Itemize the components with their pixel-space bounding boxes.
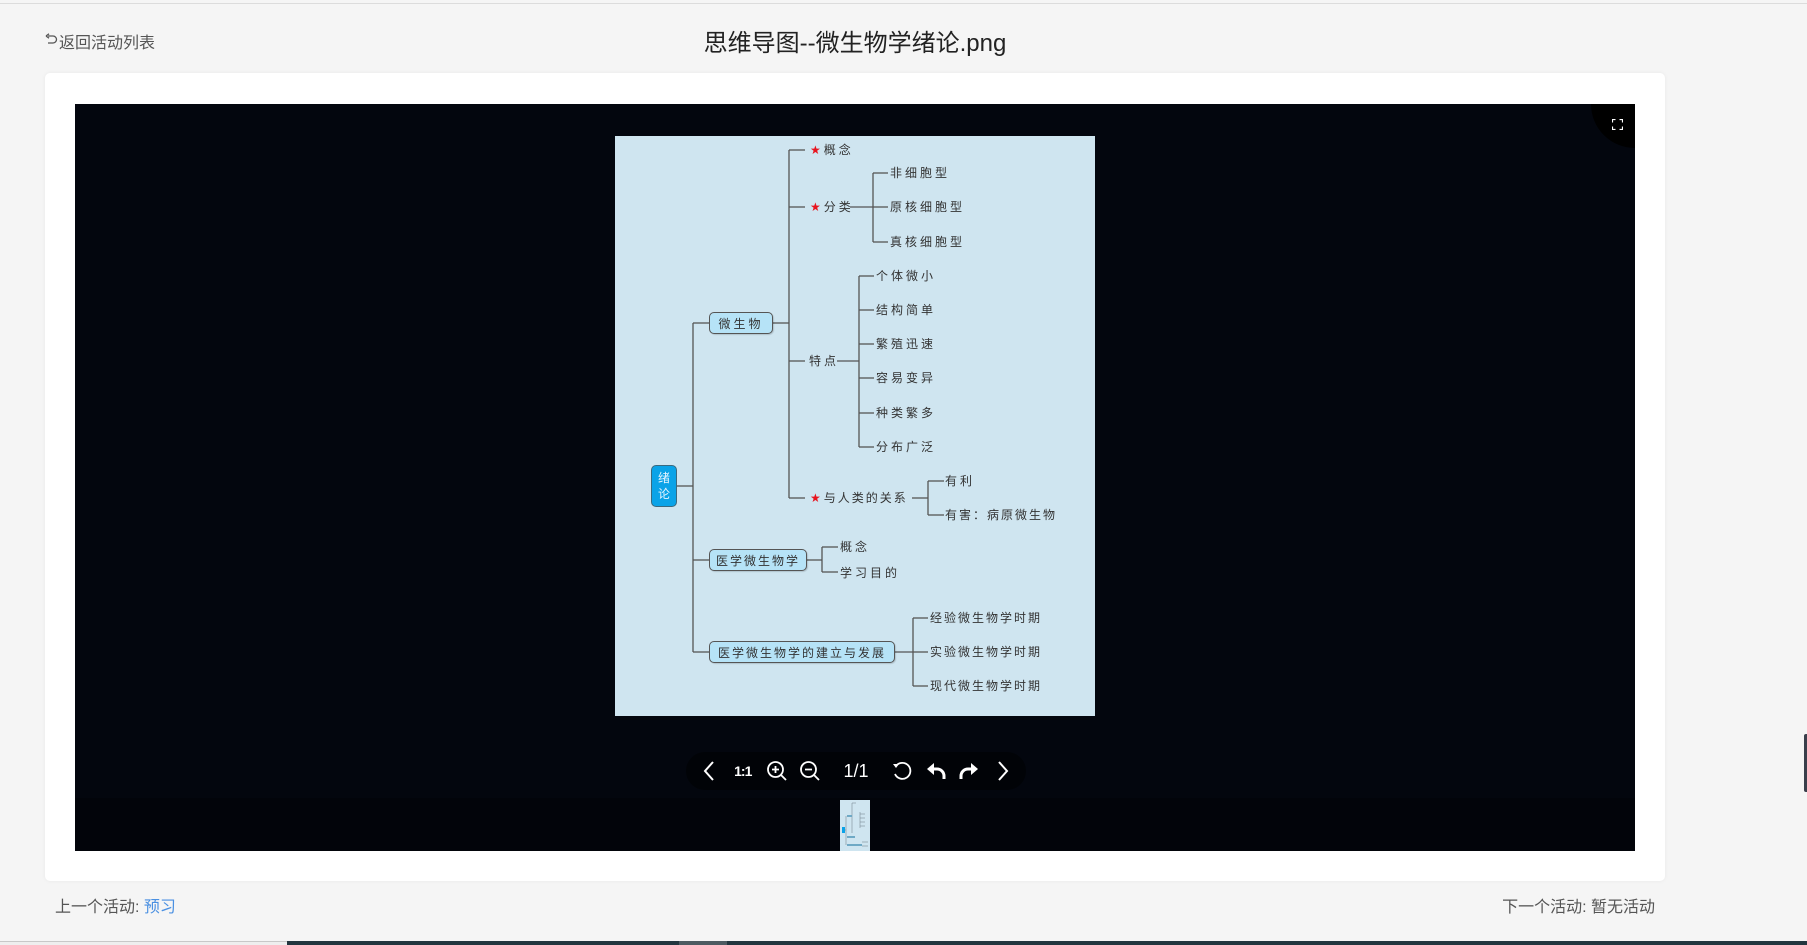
- star-icon: ★: [810, 200, 821, 214]
- previous-activity-link[interactable]: 预习: [143, 899, 176, 916]
- star-icon: ★: [810, 491, 821, 505]
- chevron-right-icon: [998, 761, 1009, 781]
- viewer-card: 绪 论 微生物 ★概念 ★分类 非细胞型 原核细胞型 真核细胞型 特点 个体微小…: [45, 73, 1665, 881]
- mindmap-leaf: 结构简单: [876, 303, 937, 317]
- mindmap-leaf: 非细胞型: [890, 166, 951, 180]
- mindmap-image[interactable]: 绪 论 微生物 ★概念 ★分类 非细胞型 原核细胞型 真核细胞型 特点 个体微小…: [615, 136, 1095, 716]
- zoom-out-icon: [800, 761, 820, 781]
- bottom-left-strip: [0, 941, 287, 945]
- zoom-in-icon: [766, 761, 787, 781]
- node-label: 医学微生物学的建立与发展: [717, 645, 886, 660]
- rotate-right-icon: [959, 763, 979, 779]
- back-link-label: 返回活动列表: [59, 35, 156, 52]
- zoom-in-button[interactable]: [764, 756, 790, 786]
- mindmap-node-classification: ★分类: [810, 200, 854, 214]
- mindmap-leaf: 有害：病原微生物: [945, 508, 1058, 522]
- star-icon: ★: [810, 143, 821, 157]
- root-char-2: 论: [657, 487, 670, 501]
- back-to-activity-list-link[interactable]: 返回活动列表: [45, 29, 155, 53]
- mindmap-leaf: 实验微生物学时期: [930, 645, 1043, 659]
- mindmap-node-features: 特点: [809, 354, 840, 368]
- mindmap-leaf: 原核细胞型: [890, 200, 966, 214]
- undo-arrow-icon: [45, 32, 58, 50]
- fullscreen-icon: [1611, 118, 1623, 130]
- node-label: 微生物: [718, 316, 764, 331]
- mindmap-leaf: 个体微小: [876, 269, 937, 283]
- mindmap-connectors: [677, 149, 944, 687]
- mindmap-leaf: 种类繁多: [876, 406, 937, 420]
- chevron-left-icon: [703, 761, 714, 781]
- node-label: 与人类的关系: [823, 491, 908, 505]
- mindmap-node-microbe: 微生物: [709, 312, 773, 334]
- rotate-left-icon: [926, 763, 945, 779]
- viewer-toolbar: 1:1 1/1: [686, 752, 1026, 790]
- rotate-reset-icon: [892, 761, 911, 780]
- reset-rotation-button[interactable]: [889, 756, 915, 786]
- fullscreen-button[interactable]: [1591, 104, 1635, 148]
- scrollbar-thumb[interactable]: [679, 941, 727, 945]
- page-title: 思维导图--微生物学绪论.png: [703, 30, 1007, 57]
- zoom-out-button[interactable]: [797, 756, 823, 786]
- actual-size-button[interactable]: 1:1: [734, 763, 752, 779]
- node-label: 概念: [823, 143, 854, 157]
- mindmap-leaf: 真核细胞型: [890, 235, 966, 249]
- mindmap-leaf: 繁殖迅速: [876, 337, 937, 351]
- node-label: 医学微生物学: [715, 553, 800, 568]
- horizontal-scrollbar[interactable]: [287, 941, 1807, 945]
- top-divider: [0, 3, 1807, 4]
- root-char-1: 绪: [657, 471, 670, 485]
- node-label: 分类: [823, 200, 854, 214]
- thumbnail-item[interactable]: [840, 800, 870, 851]
- mindmap-node-medical: 医学微生物学: [709, 549, 807, 571]
- mindmap-leaf: 现代微生物学时期: [930, 679, 1043, 693]
- previous-activity: 上一个活动: 预习: [55, 893, 176, 917]
- next-activity: 下一个活动: 暂无活动: [1502, 899, 1655, 916]
- image-viewer[interactable]: 绪 论 微生物 ★概念 ★分类 非细胞型 原核细胞型 真核细胞型 特点 个体微小…: [75, 104, 1635, 851]
- prev-image-button[interactable]: [696, 756, 722, 786]
- mindmap-root-node: 绪 论: [651, 465, 677, 507]
- rotate-right-button[interactable]: [956, 756, 982, 786]
- mindmap-node-relation: ★与人类的关系: [810, 491, 908, 505]
- mindmap-leaf: 分布广泛: [876, 440, 937, 454]
- mindmap-leaf: 经验微生物学时期: [930, 611, 1043, 625]
- mindmap-leaf: 学习目的: [840, 566, 901, 580]
- mindmap-leaf: 概念: [840, 540, 871, 554]
- side-panel-handle[interactable]: [1804, 734, 1807, 792]
- page-indicator: 1/1: [843, 760, 869, 781]
- mindmap-leaf: 有利: [945, 474, 976, 488]
- next-image-button[interactable]: [990, 756, 1016, 786]
- mindmap-node-history: 医学微生物学的建立与发展: [709, 641, 895, 663]
- thumbnail-strip: [75, 798, 1635, 851]
- previous-activity-label: 上一个活动:: [55, 899, 144, 916]
- mindmap-node-concept: ★概念: [810, 143, 854, 157]
- rotate-left-button[interactable]: [923, 756, 949, 786]
- thumbnail-preview: [842, 802, 868, 847]
- mindmap-leaf: 容易变异: [876, 371, 937, 385]
